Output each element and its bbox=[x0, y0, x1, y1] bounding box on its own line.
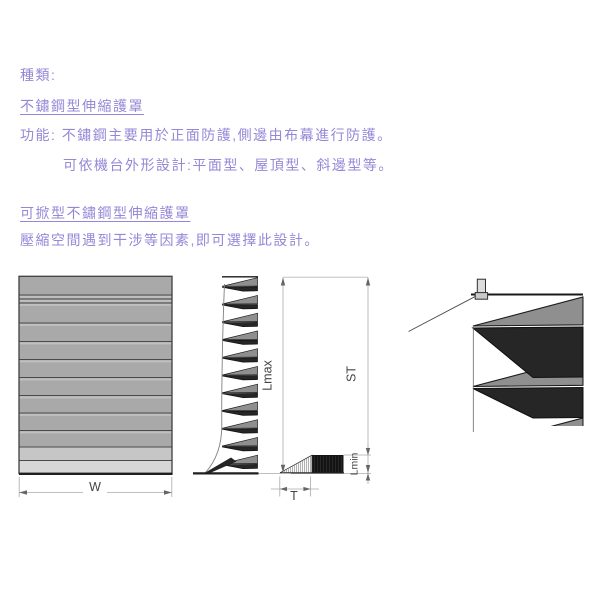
t-label: T bbox=[290, 489, 298, 503]
type1-function-line2: 可依機台外形設計:平面型、屋頂型、斜邊型等。 bbox=[63, 157, 394, 173]
lmin-dimension: Lmin bbox=[344, 444, 371, 484]
type1-function-line1: 功能: 不鏽鋼主要用於正面防護,側邊由布幕進行防護。 bbox=[20, 127, 393, 143]
w-label: W bbox=[89, 480, 101, 494]
cloth-curve bbox=[205, 283, 225, 473]
lmin-label: Lmin bbox=[349, 452, 361, 475]
hinge-pin bbox=[474, 278, 489, 300]
front-view bbox=[18, 275, 173, 475]
compressed-stack bbox=[279, 454, 344, 474]
side-view bbox=[221, 276, 258, 469]
type1-title: 不鏽鋼型伸縮護罩 bbox=[20, 98, 144, 114]
type2-desc: 壓縮空間遇到干涉等因素,即可選擇此設計。 bbox=[20, 232, 320, 248]
lmax-dimension: Lmax bbox=[261, 277, 286, 473]
skirt-wedge bbox=[204, 457, 237, 473]
detail-view bbox=[408, 278, 584, 432]
t-dimension: T bbox=[271, 476, 319, 503]
w-dimension: W bbox=[18, 477, 173, 497]
category-label: 種類: bbox=[20, 67, 57, 83]
type2-title: 可掀型不鏽鋼型伸縮護罩 bbox=[20, 205, 191, 221]
dimensions: W Lmax ST Lmin bbox=[18, 276, 371, 503]
st-dimension: ST bbox=[345, 277, 371, 473]
lmax-label: Lmax bbox=[261, 359, 275, 390]
flip-open-line bbox=[408, 295, 477, 332]
st-label: ST bbox=[345, 366, 359, 382]
side-view-extras bbox=[193, 283, 259, 475]
